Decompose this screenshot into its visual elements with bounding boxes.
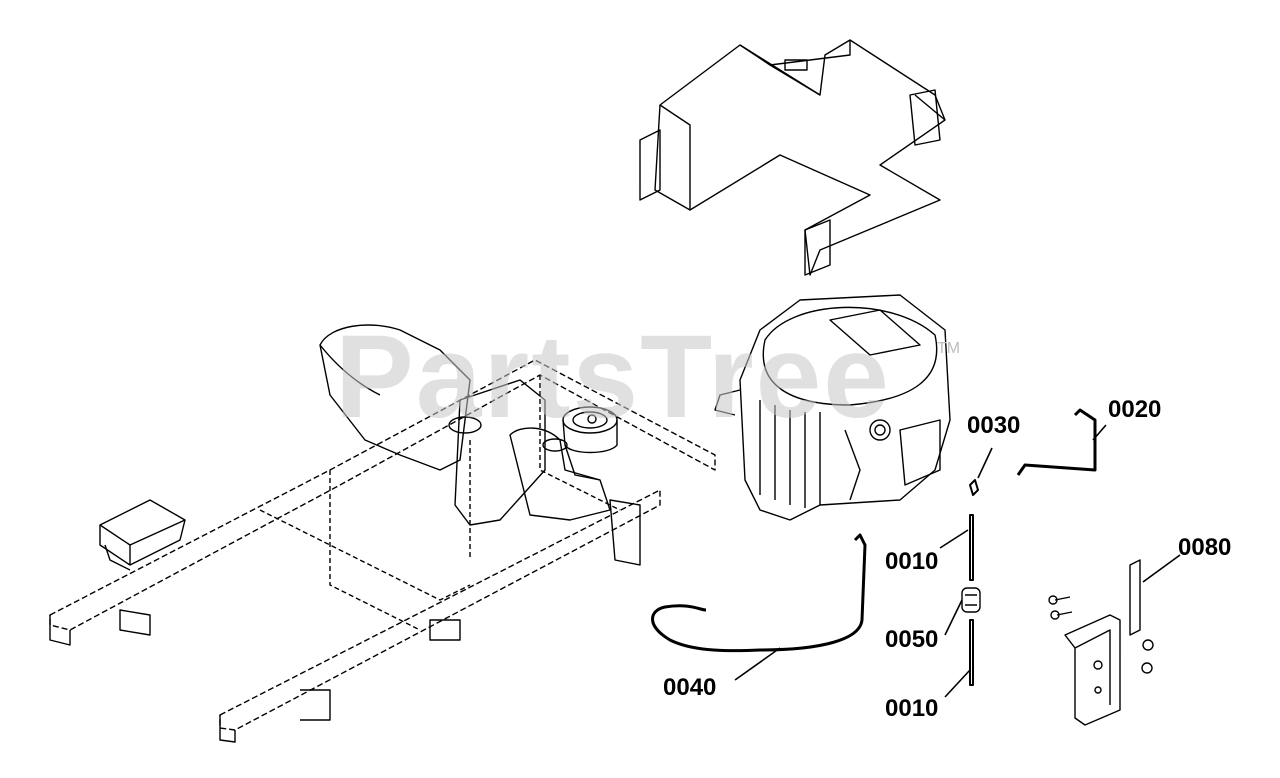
leader-lines [734,424,1181,698]
clamp-icon[interactable] [969,479,979,496]
heat-shield-icon[interactable] [639,39,946,276]
fuel-line-icon[interactable] [1016,408,1097,476]
watermark-trademark: TM [937,340,961,357]
engine-icon[interactable] [714,294,951,521]
callout-0030[interactable]: 0030 [967,412,1021,439]
callout-0050[interactable]: 0050 [885,626,939,653]
bracket-icon[interactable] [1048,559,1154,726]
callout-0080[interactable]: 0080 [1178,534,1232,561]
fuel-tank-icon[interactable] [319,324,618,526]
callout-0010-upper[interactable]: 0010 [885,548,939,575]
callout-0040[interactable]: 0040 [663,674,717,701]
pedal-icon[interactable] [99,499,186,571]
callout-0010-lower[interactable]: 0010 [885,695,939,722]
fuel-filter-icon[interactable] [961,587,981,613]
callout-0020[interactable]: 0020 [1108,396,1162,423]
watermark-text: PartsTree [335,311,891,443]
fuel-line-icon[interactable] [651,533,867,653]
frame-icon[interactable] [49,359,716,743]
fuel-line-segment-icon[interactable] [969,514,974,686]
